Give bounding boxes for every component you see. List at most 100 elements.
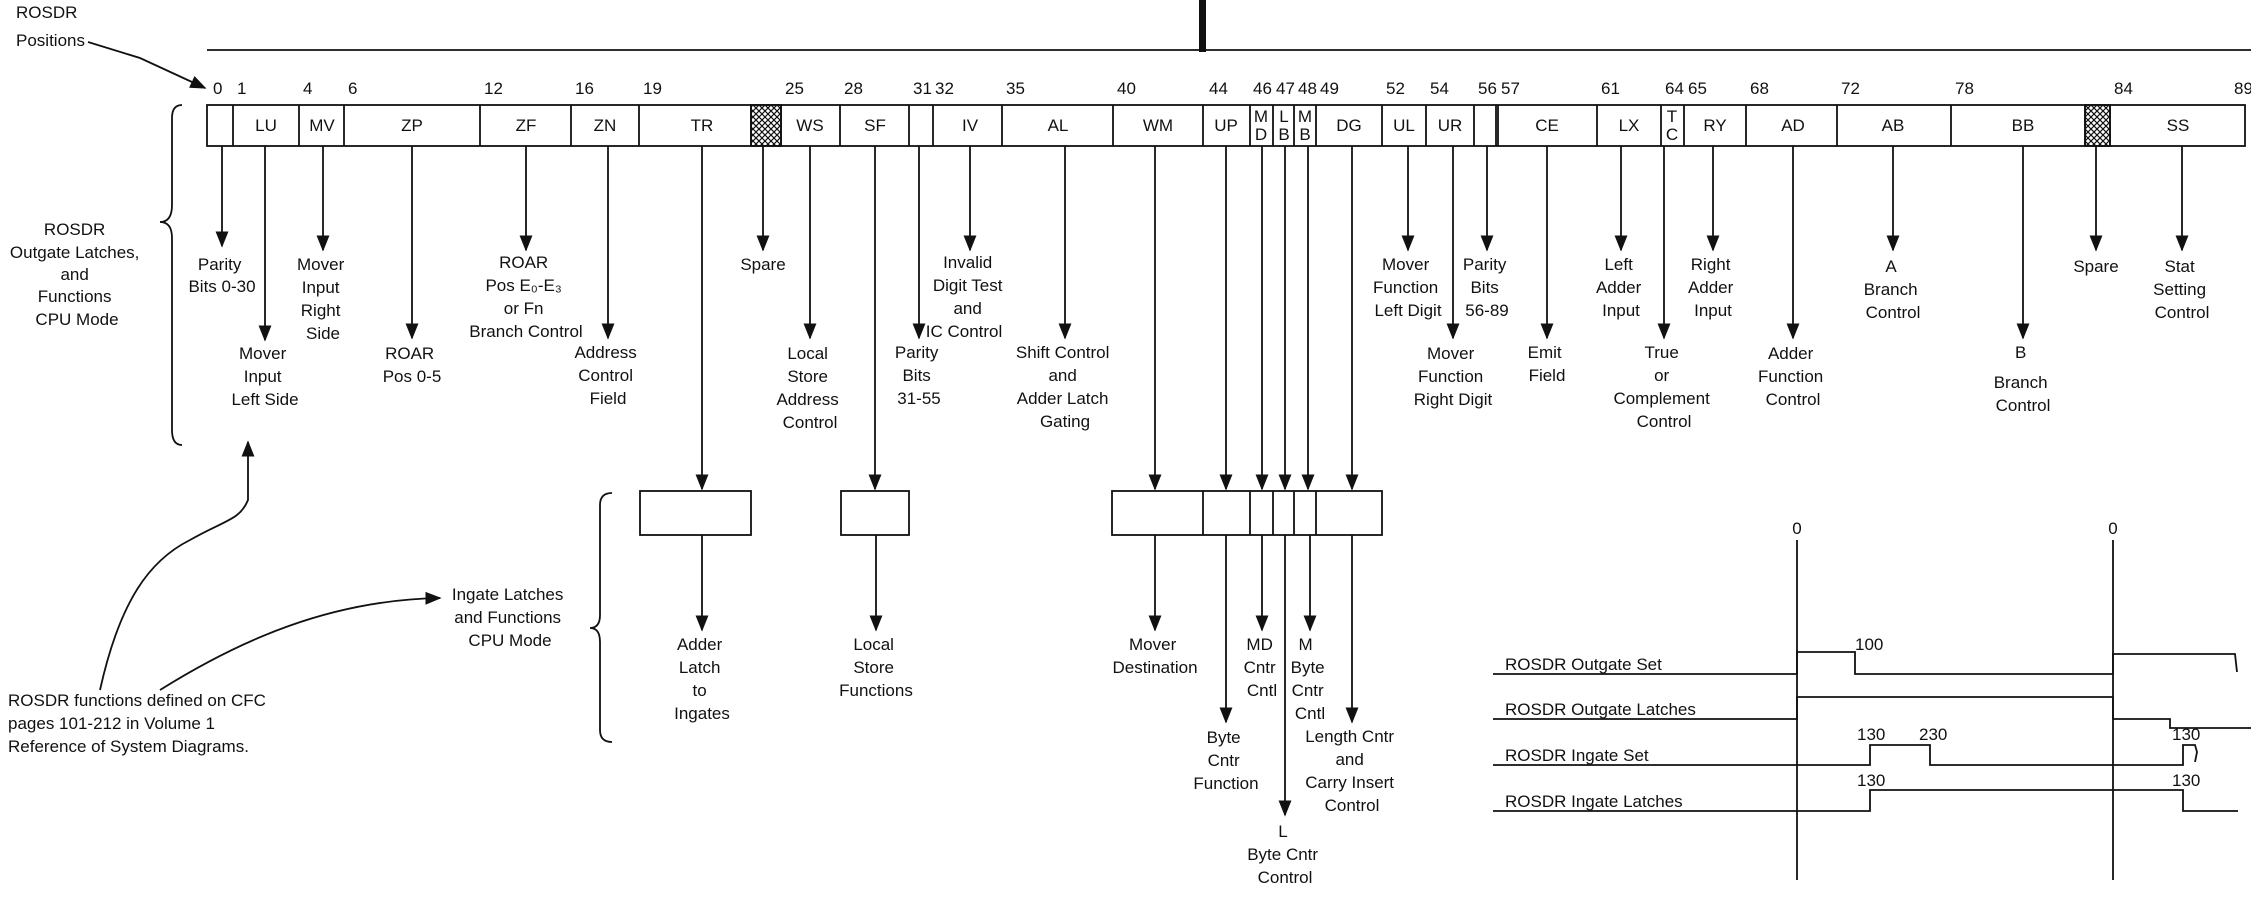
field-iv: IV — [962, 116, 979, 135]
positions-pointer — [87, 41, 207, 89]
outgate-brace — [159, 104, 183, 446]
field-zp: ZP — [401, 116, 423, 135]
rosdr-positions-label: ROSDR Positions — [16, 3, 85, 50]
field-wm: WM — [1143, 116, 1173, 135]
bit-position-89: 89 — [2234, 79, 2251, 98]
signal-outgate-latches: ROSDR Outgate Latches — [1505, 700, 1696, 719]
function-arrows — [215, 146, 2189, 817]
bit-position-40: 40 — [1117, 79, 1136, 98]
ingate-brace — [589, 492, 613, 743]
func-a-branch-control: A Branch Control — [1864, 257, 1923, 322]
ingate-l-byte-cntr-control: L Byte Cntr Control — [1247, 822, 1323, 887]
func-stat-setting-control: Stat Setting Control — [2153, 257, 2211, 322]
bit-position-57: 57 — [1501, 79, 1520, 98]
timing-axis-label-b: 0 — [2108, 519, 2117, 538]
func-emit-field: Emit Field — [1528, 343, 1567, 385]
ingate-adder-latch: Adder Latch to Ingates — [674, 635, 730, 723]
ingate-length-cntr: Length Cntr and Carry Insert Control — [1305, 727, 1399, 815]
func-mover-input-right: Mover Input Right Side — [297, 255, 349, 343]
func-mover-function-right: Mover Function Right Digit — [1414, 344, 1493, 409]
func-b-branch-control: B Branch Control — [1994, 343, 2053, 415]
func-parity-0-30: Parity Bits 0-30 — [188, 255, 255, 296]
ingate-box-wm-dg — [1111, 490, 1383, 536]
bit-position-52: 52 — [1386, 79, 1405, 98]
bit-position-54: 54 — [1430, 79, 1449, 98]
ingate-local-store-functions: Local Store Functions — [839, 635, 913, 700]
func-mover-function-left: Mover Function Left Digit — [1373, 255, 1443, 320]
time-label-130-b: 130 — [2172, 725, 2200, 744]
field-tr: TR — [691, 116, 714, 135]
field-lu: LU — [255, 116, 277, 135]
time-label-100: 100 — [1855, 635, 1883, 654]
bit-position-65: 65 — [1688, 79, 1707, 98]
bit-position-25: 25 — [785, 79, 804, 98]
spare-hatch-2 — [2084, 104, 2111, 147]
field-bb: BB — [2012, 116, 2035, 135]
signal-ingate-set: ROSDR Ingate Set — [1505, 746, 1649, 765]
timing-diagram: 0 0 ROSDR Outgate Set 100 ROSDR Outgate … — [1493, 519, 2251, 880]
waveform-outgate-set — [1493, 651, 2238, 675]
cfc-note: ROSDR functions defined on CFC pages 101… — [8, 691, 271, 756]
func-shift-control: Shift Control and Adder Latch Gating — [1016, 343, 1114, 431]
ingate-box-tr — [639, 490, 752, 536]
bit-position-49: 49 — [1320, 79, 1339, 98]
ingate-title: Ingate Latches and Functions CPU Mode — [452, 585, 568, 650]
bit-position-72: 72 — [1841, 79, 1860, 98]
func-local-store-address: Local Store Address Control — [776, 344, 843, 432]
func-roar-e-branch: ROAR Pos E₀-E₃ or Fn Branch Control — [469, 253, 582, 341]
bit-position-16: 16 — [575, 79, 594, 98]
bit-position-32: 32 — [935, 79, 954, 98]
field-ur: UR — [1438, 116, 1463, 135]
timing-axis-label-a: 0 — [1792, 519, 1801, 538]
field-sf: SF — [864, 116, 886, 135]
ingate-box-sf — [840, 490, 910, 536]
field-ul: UL — [1393, 116, 1415, 135]
func-spare-2: Spare — [2073, 257, 2118, 276]
bit-position-68: 68 — [1750, 79, 1769, 98]
signal-ingate-latches: ROSDR Ingate Latches — [1505, 792, 1683, 811]
func-parity-56-89: Parity Bits 56-89 — [1463, 255, 1511, 320]
field-ss: SS — [2167, 116, 2190, 135]
func-right-adder-input: Right Adder Input — [1688, 255, 1738, 320]
field-ad: AD — [1781, 116, 1805, 135]
bit-position-31: 31 — [913, 79, 932, 98]
ingate-box-group — [1111, 490, 1383, 536]
bit-position-61: 61 — [1601, 79, 1620, 98]
bit-position-78: 78 — [1955, 79, 1974, 98]
bit-position-0: 0 — [213, 79, 222, 98]
bit-position-19: 19 — [643, 79, 662, 98]
func-address-control: Address Control Field — [574, 343, 641, 408]
note-pointer-outgate — [99, 440, 255, 691]
field-zf: ZF — [516, 116, 537, 135]
field-zn: ZN — [594, 116, 617, 135]
bit-position-28: 28 — [844, 79, 863, 98]
func-mover-input-left: Mover Input Left Side — [231, 344, 298, 409]
bit-position-1: 1 — [237, 79, 246, 98]
field-al: AL — [1048, 116, 1069, 135]
time-label-230: 230 — [1919, 725, 1947, 744]
spare-hatch-1 — [750, 104, 782, 147]
bit-position-6: 6 — [348, 79, 357, 98]
ingate-m-byte-cntr-cntl: M Byte Cntr Cntl — [1291, 635, 1330, 723]
waveform-outgate-latches — [1493, 696, 2251, 729]
func-parity-31-55: Parity Bits 31-55 — [895, 343, 943, 408]
time-label-130-d: 130 — [2172, 771, 2200, 790]
func-adder-function-control: Adder Function Control — [1758, 344, 1828, 409]
bit-position-12: 12 — [484, 79, 503, 98]
time-label-130-a: 130 — [1857, 725, 1885, 744]
bit-position-47: 47 — [1276, 79, 1295, 98]
field-mv: MV — [309, 116, 335, 135]
bit-position-46: 46 — [1253, 79, 1272, 98]
field-ab: AB — [1882, 116, 1905, 135]
bit-position-48: 48 — [1298, 79, 1317, 98]
bit-position-44: 44 — [1209, 79, 1228, 98]
func-roar-pos: ROAR Pos 0-5 — [383, 344, 442, 386]
bit-position-35: 35 — [1006, 79, 1025, 98]
note-pointer-ingate — [159, 591, 442, 691]
